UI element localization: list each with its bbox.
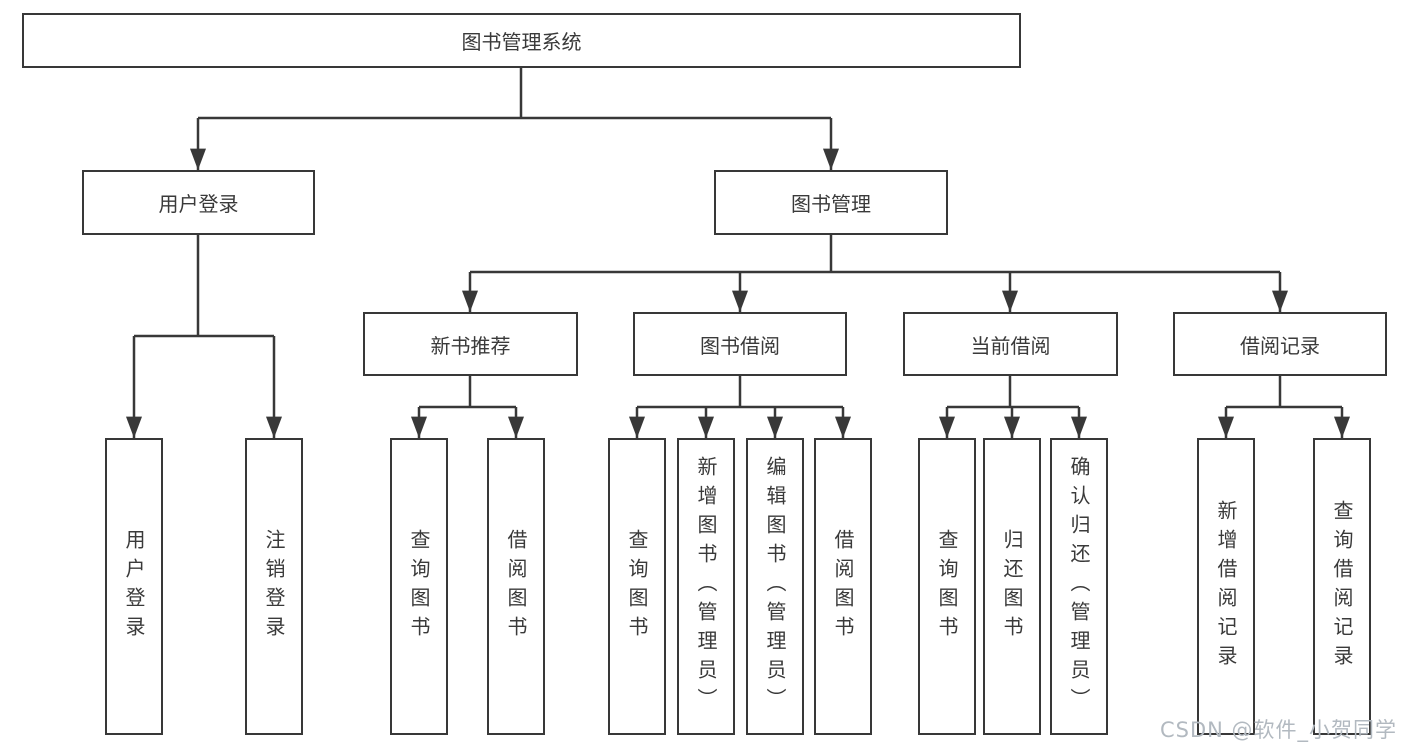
node-query-borrow-record: 查询借阅记录 — [1313, 438, 1371, 735]
node-book-management-system: 图书管理系统 — [22, 13, 1021, 68]
node-query-books-current: 查询图书 — [918, 438, 976, 735]
node-query-books-borrow: 查询图书 — [608, 438, 666, 735]
node-current-borrowing: 当前借阅 — [903, 312, 1118, 376]
node-user-login-action: 用户登录 — [105, 438, 163, 735]
node-add-borrow-record: 新增借阅记录 — [1197, 438, 1255, 735]
node-borrowing-records: 借阅记录 — [1173, 312, 1387, 376]
watermark: CSDN @软件_小贺同学 — [1160, 718, 1398, 742]
node-add-book-admin: 新增图书（管理员） — [677, 438, 735, 735]
node-edit-book-admin: 编辑图书（管理员） — [746, 438, 804, 735]
node-book-borrowing: 图书借阅 — [633, 312, 847, 376]
node-user-login: 用户登录 — [82, 170, 315, 235]
node-logout-action: 注销登录 — [245, 438, 303, 735]
node-query-books-recommend: 查询图书 — [390, 438, 448, 735]
node-return-books: 归还图书 — [983, 438, 1041, 735]
node-book-management: 图书管理 — [714, 170, 948, 235]
node-borrow-books-recommend: 借阅图书 — [487, 438, 545, 735]
node-borrow-books-borrow: 借阅图书 — [814, 438, 872, 735]
node-new-book-recommendation: 新书推荐 — [363, 312, 578, 376]
node-confirm-return-admin: 确认归还（管理员） — [1050, 438, 1108, 735]
